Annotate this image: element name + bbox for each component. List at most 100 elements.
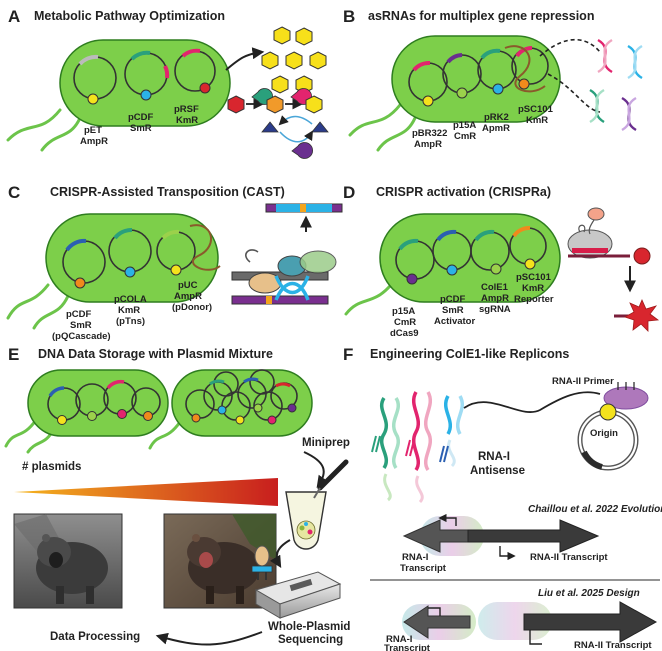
flagellum	[4, 418, 38, 448]
label-cole1: ColE1	[481, 282, 509, 293]
plasmid-puc	[156, 229, 196, 276]
rna-i-transcript-label-1: RNA-I	[402, 552, 428, 563]
label-p15a: p15A	[453, 120, 476, 131]
label-pet: pET	[84, 125, 102, 136]
plasmid-psc101	[509, 225, 547, 270]
panel-c: C CRISPR-Assisted Transposition (CAST) p…	[6, 183, 343, 342]
nanopore-sequencer-icon	[254, 571, 342, 619]
gradient-label: # plasmids	[22, 461, 81, 473]
label-pet-marker: AmpR	[80, 136, 108, 147]
flagellum	[148, 420, 182, 450]
bacterium-cell	[45, 213, 219, 303]
label-puc-role: (pDonor)	[172, 302, 212, 313]
panel-e-title: DNA Data Storage with Plasmid Mixture	[38, 347, 273, 361]
hexagon-icon	[227, 95, 245, 114]
label-psc101: pSC101	[518, 104, 554, 115]
plasmid-prk2	[477, 48, 517, 95]
flagellum	[6, 283, 50, 320]
plasmid-mixture-high	[185, 369, 298, 425]
rna-ii-primer	[463, 391, 601, 413]
label-cole1-role: sgRNA	[479, 304, 511, 315]
plasmid-p15a	[442, 53, 482, 99]
label-psc101-marker: KmR	[522, 283, 544, 294]
label-p15a-marker: CmR	[454, 131, 476, 142]
label-pcdf-role: Activator	[434, 316, 475, 327]
plasmid-pet	[73, 54, 117, 105]
sequencing-label-2: Sequencing	[278, 634, 343, 646]
panel-a-title: Metabolic Pathway Optimization	[34, 9, 225, 23]
plasmid-prsf	[174, 48, 216, 94]
dashed-link	[547, 73, 601, 113]
label-pcdf-marker: SmR	[70, 320, 92, 331]
panel-a: A Metabolic Pathway Optimization pET Amp…	[6, 7, 329, 159]
pathway-diagram	[227, 88, 329, 159]
ref-chaillou: Chaillou et al. 2022 Evolution	[528, 504, 662, 515]
label-p15a-marker: CmR	[394, 317, 416, 328]
plasmid-count-gradient	[14, 478, 278, 506]
design-liu	[402, 601, 658, 645]
plasmid-cole1	[470, 229, 510, 275]
panel-b-letter: B	[343, 7, 355, 26]
bacterium-cell	[59, 39, 231, 127]
plasmid-mixture-low	[47, 379, 161, 425]
label-pcola-marker: KmR	[118, 305, 140, 316]
label-pcdf-marker: SmR	[130, 123, 152, 134]
plasmid-pcola	[108, 228, 152, 278]
dna-helix-icon	[589, 38, 643, 132]
flagellum	[6, 108, 62, 142]
panel-e: E DNA Data Storage with Plasmid Mixture	[4, 345, 350, 646]
rna-ii-transcript-label: RNA-II Transcript	[530, 552, 608, 563]
hexagon-icon	[305, 95, 323, 114]
arrow-to-products	[225, 47, 265, 71]
label-puc-marker: AmpR	[174, 291, 202, 302]
ref-liu: Liu et al. 2025 Design	[538, 588, 640, 599]
panel-f-letter: F	[343, 345, 353, 364]
origin-plasmid	[577, 403, 639, 471]
antisense-label-1: RNA-I	[478, 451, 510, 463]
rna-i-transcript-label-2b: Transcript	[384, 643, 431, 651]
rna-hairpins	[371, 391, 464, 504]
plasmid-p15a	[395, 238, 435, 285]
photo-grayscale	[13, 513, 123, 609]
panel-b-title: asRNAs for multiplex gene repression	[368, 9, 594, 23]
panel-f-title: Engineering ColE1-like Replicons	[370, 347, 569, 361]
label-pcdf: pCDF	[440, 294, 466, 305]
label-p15a: p15A	[392, 306, 415, 317]
rna-i-transcript-label-2: Transcript	[400, 563, 447, 574]
rna-ii-primer-label: RNA-II Primer	[552, 376, 614, 387]
dcas9-icon	[567, 207, 651, 265]
cast-complex	[231, 203, 343, 305]
label-pcola-role: (pTns)	[116, 316, 145, 327]
miniprep-label: Miniprep	[302, 437, 350, 449]
label-psc101-marker: KmR	[526, 115, 548, 126]
nanopore-icon	[251, 545, 273, 580]
label-p15a-role: dCas9	[390, 328, 419, 339]
hexagon-icon	[266, 95, 284, 114]
panel-e-letter: E	[8, 345, 19, 364]
rna-ii-transcript-label-b: RNA-II Transcript	[574, 640, 652, 651]
panel-c-title: CRISPR-Assisted Transposition (CAST)	[50, 185, 285, 199]
sequencing-label-1: Whole-Plasmid	[268, 621, 350, 633]
panel-d: D CRISPR activation (CRISPRa) p15A CmR d…	[343, 183, 660, 339]
design-chaillou	[402, 513, 600, 561]
label-prk2: pRK2	[484, 112, 509, 123]
reporter-protein-icon	[624, 299, 660, 332]
panel-d-letter: D	[343, 183, 355, 202]
chromosome	[504, 45, 546, 93]
label-puc: pUC	[178, 280, 198, 291]
plasmid-pcdf	[62, 238, 106, 289]
label-prsf: pRSF	[174, 104, 199, 115]
pacman-enzyme-icon	[291, 142, 314, 159]
flagellum	[376, 116, 417, 152]
label-pbr322: pBR322	[412, 128, 447, 139]
flagellum	[32, 294, 70, 330]
label-cole1-marker: AmpR	[481, 293, 509, 304]
label-prk2-marker: ApmR	[482, 123, 510, 134]
flagellum	[40, 116, 82, 152]
label-psc101-role: Reporter	[514, 294, 554, 305]
data-processing-label: Data Processing	[50, 631, 140, 643]
label-psc101: pSC101	[516, 272, 552, 283]
reporter-protein-icon	[633, 247, 651, 265]
label-pcdf: pCDF	[66, 309, 92, 320]
